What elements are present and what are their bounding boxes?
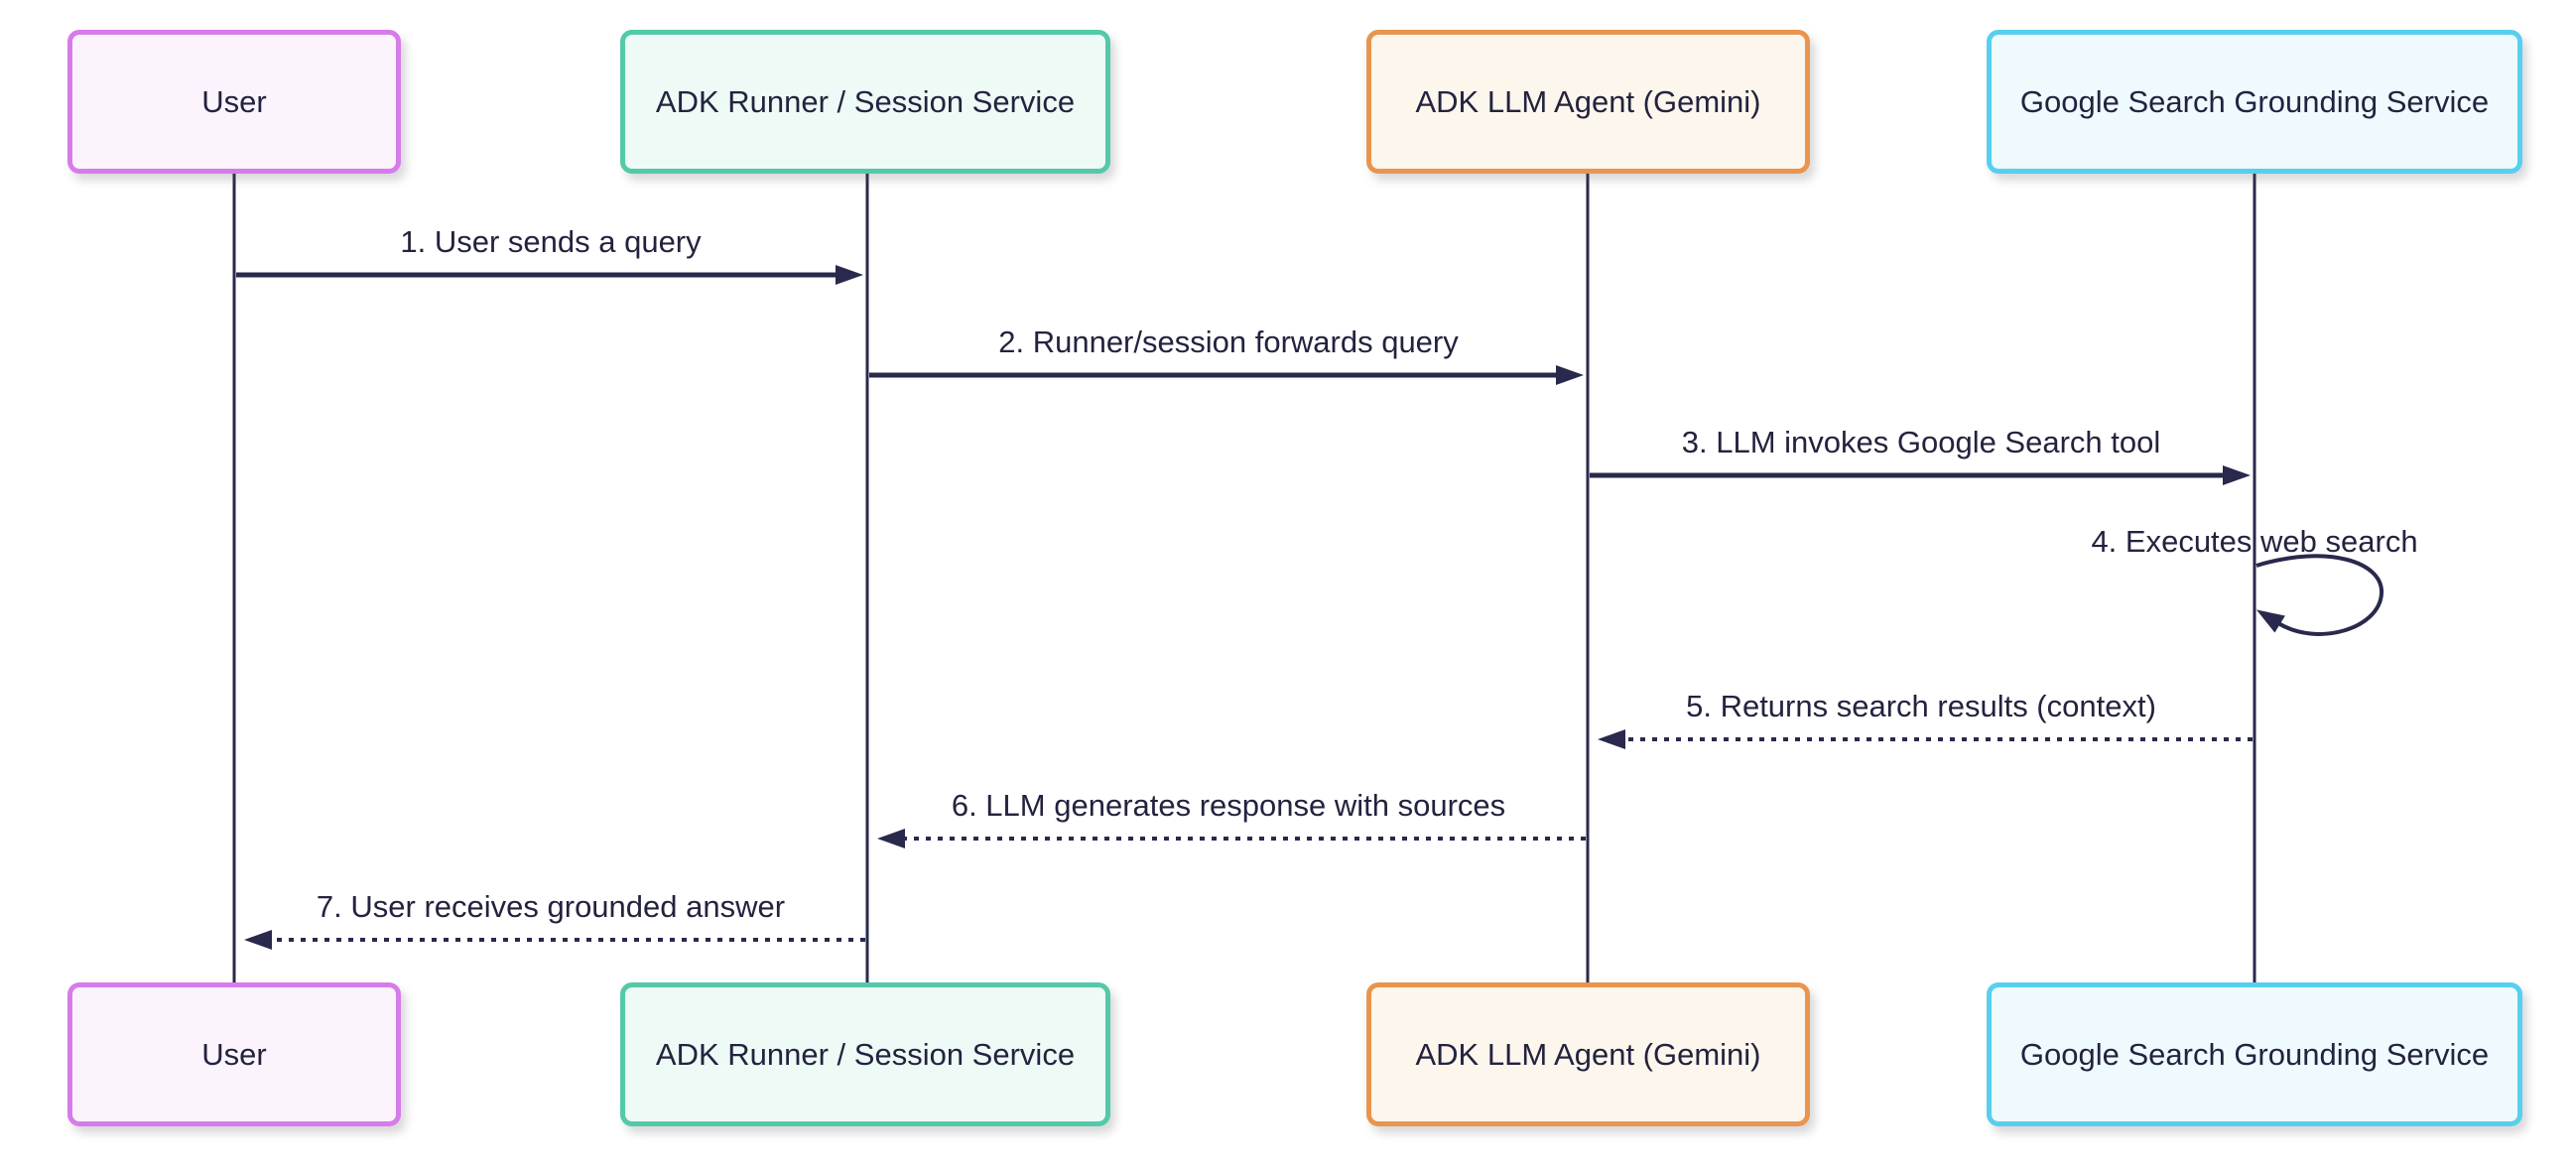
- message-label-2: 2. Runner/session forwards query: [998, 325, 1459, 359]
- actor-top-google-search: Google Search Grounding Service: [1987, 30, 2522, 174]
- message-label-6: 6. LLM generates response with sources: [951, 788, 1506, 823]
- message-label-3: 3. LLM invokes Google Search tool: [1681, 425, 2161, 459]
- message-self-loop-4: [2255, 554, 2384, 636]
- actor-top-adk-runner: ADK Runner / Session Service: [620, 30, 1110, 174]
- actor-label: Google Search Grounding Service: [2019, 83, 2490, 119]
- actor-bottom-google-search: Google Search Grounding Service: [1987, 982, 2522, 1126]
- message-label-4: 4. Executes web search: [2091, 524, 2418, 559]
- actor-bottom-user: User: [67, 982, 401, 1126]
- actor-label: Google Search Grounding Service: [2019, 1036, 2490, 1072]
- actor-top-user: User: [67, 30, 401, 174]
- actor-label: User: [201, 1036, 267, 1072]
- actor-label: ADK Runner / Session Service: [655, 83, 1076, 119]
- actor-bottom-adk-llm-agent: ADK LLM Agent (Gemini): [1366, 982, 1810, 1126]
- actor-label: ADK LLM Agent (Gemini): [1415, 1036, 1761, 1072]
- actor-label: ADK Runner / Session Service: [655, 1036, 1076, 1072]
- message-label-1: 1. User sends a query: [400, 224, 702, 259]
- message-label-5: 5. Returns search results (context): [1686, 689, 2156, 723]
- actor-top-adk-llm-agent: ADK LLM Agent (Gemini): [1366, 30, 1810, 174]
- actor-label: User: [201, 83, 267, 119]
- message-label-7: 7. User receives grounded answer: [316, 889, 786, 924]
- actor-bottom-adk-runner: ADK Runner / Session Service: [620, 982, 1110, 1126]
- actor-label: ADK LLM Agent (Gemini): [1415, 83, 1761, 119]
